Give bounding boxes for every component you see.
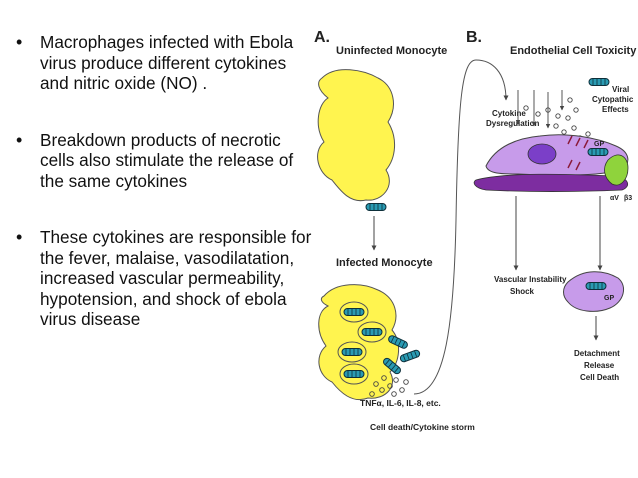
detachment-label: Detachment	[574, 349, 620, 358]
vascular-instability-label: Vascular Instability	[494, 275, 567, 284]
release-label: Release	[584, 361, 615, 370]
cytokine-label: Cytokine	[492, 109, 526, 118]
gp-label-detached: GP	[604, 295, 614, 302]
bullet-item: Macrophages infected with Ebola virus pr…	[14, 32, 314, 94]
dysregulation-arrows	[515, 90, 565, 129]
integrin-alpha-label: αV	[610, 195, 619, 202]
cytokines-label: TNFα, IL-6, IL-8, etc.	[360, 398, 441, 408]
shock-label: Shock	[510, 287, 535, 296]
virion-icon	[587, 148, 609, 156]
virion-icon	[365, 203, 387, 211]
integrin-receptor	[604, 154, 629, 186]
virion-icon	[585, 282, 607, 290]
virion-icon	[398, 348, 422, 364]
uninfected-monocyte-title: Uninfected Monocyte	[336, 45, 447, 57]
cell-nucleus	[527, 143, 557, 165]
cell-death-label: Cell Death	[580, 373, 619, 382]
endothelial-toxicity-title: Endothelial Cell Toxicity	[510, 45, 637, 57]
bullet-item: These cytokines are responsible for the …	[14, 227, 314, 330]
dysregulation-label: Dysregulation	[486, 119, 539, 128]
integrin-beta-label: β3	[624, 195, 632, 202]
effects-label: Effects	[602, 105, 629, 114]
infected-vesicle	[339, 363, 369, 385]
endothelial-spikes	[567, 135, 589, 171]
infected-vesicle	[339, 301, 369, 323]
infected-vesicle	[357, 321, 387, 343]
infected-monocyte-title: Infected Monocyte	[336, 257, 433, 269]
detached-cell	[563, 271, 625, 312]
bullet-list: Macrophages infected with Ebola virus pr…	[14, 32, 314, 330]
ebola-pathogenesis-figure: A. Uninfected Monocyte Infected Monocyte	[314, 29, 637, 432]
infected-monocyte-cell	[318, 284, 399, 400]
panel-b-label: B.	[466, 29, 482, 46]
cytokine-dots	[369, 375, 409, 397]
bullet-item: Breakdown products of necrotic cells als…	[14, 130, 314, 192]
gp-label: GP	[594, 141, 604, 148]
endothelial-cell	[485, 134, 629, 176]
virion-icon	[588, 78, 610, 86]
panel-a-label: A.	[314, 29, 330, 46]
cytopathic-label: Cytopathic	[592, 95, 634, 104]
cytokine-flow-arrow	[413, 59, 509, 395]
uninfected-monocyte-cell	[317, 69, 395, 202]
basement-membrane	[473, 173, 629, 192]
infected-vesicle	[337, 341, 367, 363]
viral-label: Viral	[612, 85, 629, 94]
cytokine-storm-label: Cell death/Cytokine storm	[370, 422, 475, 432]
